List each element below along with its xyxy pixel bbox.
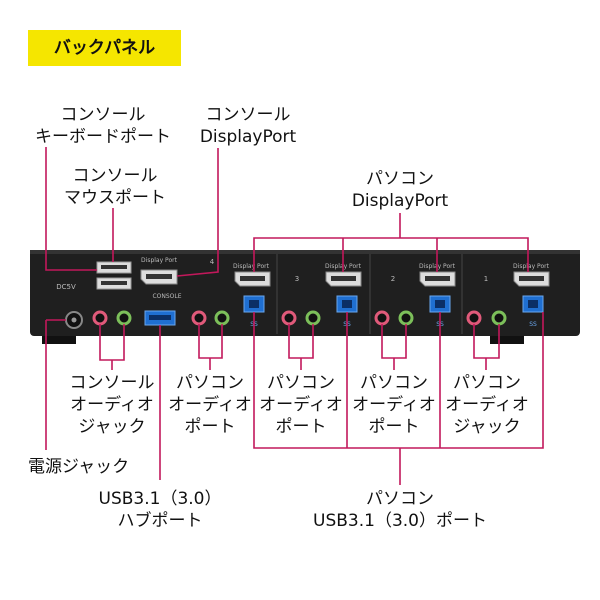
label-line: USB3.1（3.0） (98, 489, 222, 509)
console-dp-slot (146, 274, 172, 279)
label-console-audio: コンソール オーディオ ジャック (62, 372, 162, 438)
label-line: DisplayPort (199, 127, 297, 147)
leader-pc-usb-bus (253, 312, 544, 449)
pc-mic-jack-4 (191, 310, 207, 326)
label-line: コンソール (69, 373, 155, 393)
pc-mic-jack-1 (466, 310, 482, 326)
label-line: ポート (368, 417, 420, 437)
dp-label-4: Display Port (233, 263, 270, 270)
pc-speaker-jack-2 (398, 310, 414, 326)
label-pc-displayport: パソコン DisplayPort (330, 168, 470, 212)
console-label: CONSOLE (152, 293, 181, 300)
pc-usb-b-slot-2 (435, 300, 445, 308)
label-line: パソコン (267, 373, 335, 393)
label-line: ジャック (78, 417, 146, 437)
label-pc-audio-2: パソコン オーディオ ポート (347, 372, 441, 438)
console-mic-jack (92, 310, 108, 326)
label-pc-audio-1: パソコン オーディオ ジャック (440, 372, 534, 438)
leader-lines (45, 147, 544, 485)
foot-right (490, 336, 524, 344)
label-line: パソコン (360, 373, 428, 393)
device-top-edge (30, 250, 580, 254)
label-pc-audio-4: パソコン オーディオ ポート (163, 372, 257, 438)
mouse-port-slot (101, 281, 127, 285)
keyboard-port-slot (101, 265, 127, 269)
leader-console-keyboard (45, 147, 97, 271)
ss-label-1: SS (529, 321, 537, 328)
label-power-jack: 電源ジャック (28, 457, 130, 477)
usb-hub-slot (149, 315, 171, 320)
label-line: オーディオ (352, 395, 436, 415)
power-jack-pin (71, 317, 77, 323)
pc-dp-slot-2 (425, 276, 450, 281)
label-line: オーディオ (259, 395, 343, 415)
pc-usb-b-slot-3 (342, 300, 352, 308)
label-pc-audio-3: パソコン オーディオ ポート (254, 372, 348, 438)
label-console-displayport: コンソール DisplayPort (178, 104, 318, 148)
label-line: オーディオ (445, 395, 529, 415)
pc-speaker-jack-3 (305, 310, 321, 326)
pc-dp-slot-4 (240, 276, 265, 281)
label-line: ハブポート (117, 511, 203, 531)
leader-console-displayport (176, 148, 219, 277)
label-line: USB3.1（3.0）ポート (313, 511, 487, 531)
pc-speaker-jack-1 (491, 310, 507, 326)
panel-dividers (276, 254, 463, 334)
pc-usb-b-slot-1 (528, 300, 538, 308)
pc-usb-b-slot-4 (249, 300, 259, 308)
dc-label: DC5V (56, 283, 76, 291)
label-line: オーディオ (70, 395, 154, 415)
label-line: コンソール (205, 105, 291, 125)
port-number-4: 4 (210, 258, 215, 266)
usb-hub-port (144, 310, 176, 326)
label-line: パソコン (453, 373, 521, 393)
label-line: ポート (184, 417, 236, 437)
console-dp-label: Display Port (141, 257, 178, 264)
pc-speaker-jack-4 (214, 310, 230, 326)
label-line: DisplayPort (351, 191, 449, 211)
console-speaker-jack (116, 310, 132, 326)
label-line: キーボードポート (35, 127, 171, 147)
pc-dp-slot-1 (519, 276, 544, 281)
label-line: ジャック (453, 417, 521, 437)
label-line: オーディオ (168, 395, 252, 415)
label-console-keyboard: コンソール キーボードポート (28, 104, 178, 148)
label-usb-hub: USB3.1（3.0） ハブポート (95, 488, 225, 532)
section-title-badge: バックパネル (28, 30, 181, 66)
console-displayport: Display Port CONSOLE (140, 257, 182, 300)
pc-mic-jack-2 (374, 310, 390, 326)
label-line: ポート (275, 417, 327, 437)
label-line: コンソール (72, 166, 158, 186)
console-usb-ports (96, 261, 132, 290)
pc-dp-slot-3 (331, 276, 356, 281)
pc-mic-jack-3 (281, 310, 297, 326)
leader-pc-displayport-bus (253, 237, 529, 272)
foot-left (42, 336, 76, 344)
label-console-mouse: コンソール マウスポート (55, 165, 175, 209)
label-line: パソコン (176, 373, 244, 393)
dp-label-1: Display Port (513, 263, 550, 270)
label-pc-usb: パソコン USB3.1（3.0）ポート (300, 488, 500, 532)
pc-port-section-1: 1 Display Port SS (466, 263, 550, 328)
label-line: コンソール (60, 105, 146, 125)
label-line: マウスポート (64, 188, 166, 208)
port-number-1: 1 (484, 275, 488, 283)
label-line: パソコン (366, 489, 434, 509)
label-line: パソコン (366, 169, 434, 189)
port-number-2: 2 (391, 275, 395, 283)
port-number-3: 3 (295, 275, 299, 283)
